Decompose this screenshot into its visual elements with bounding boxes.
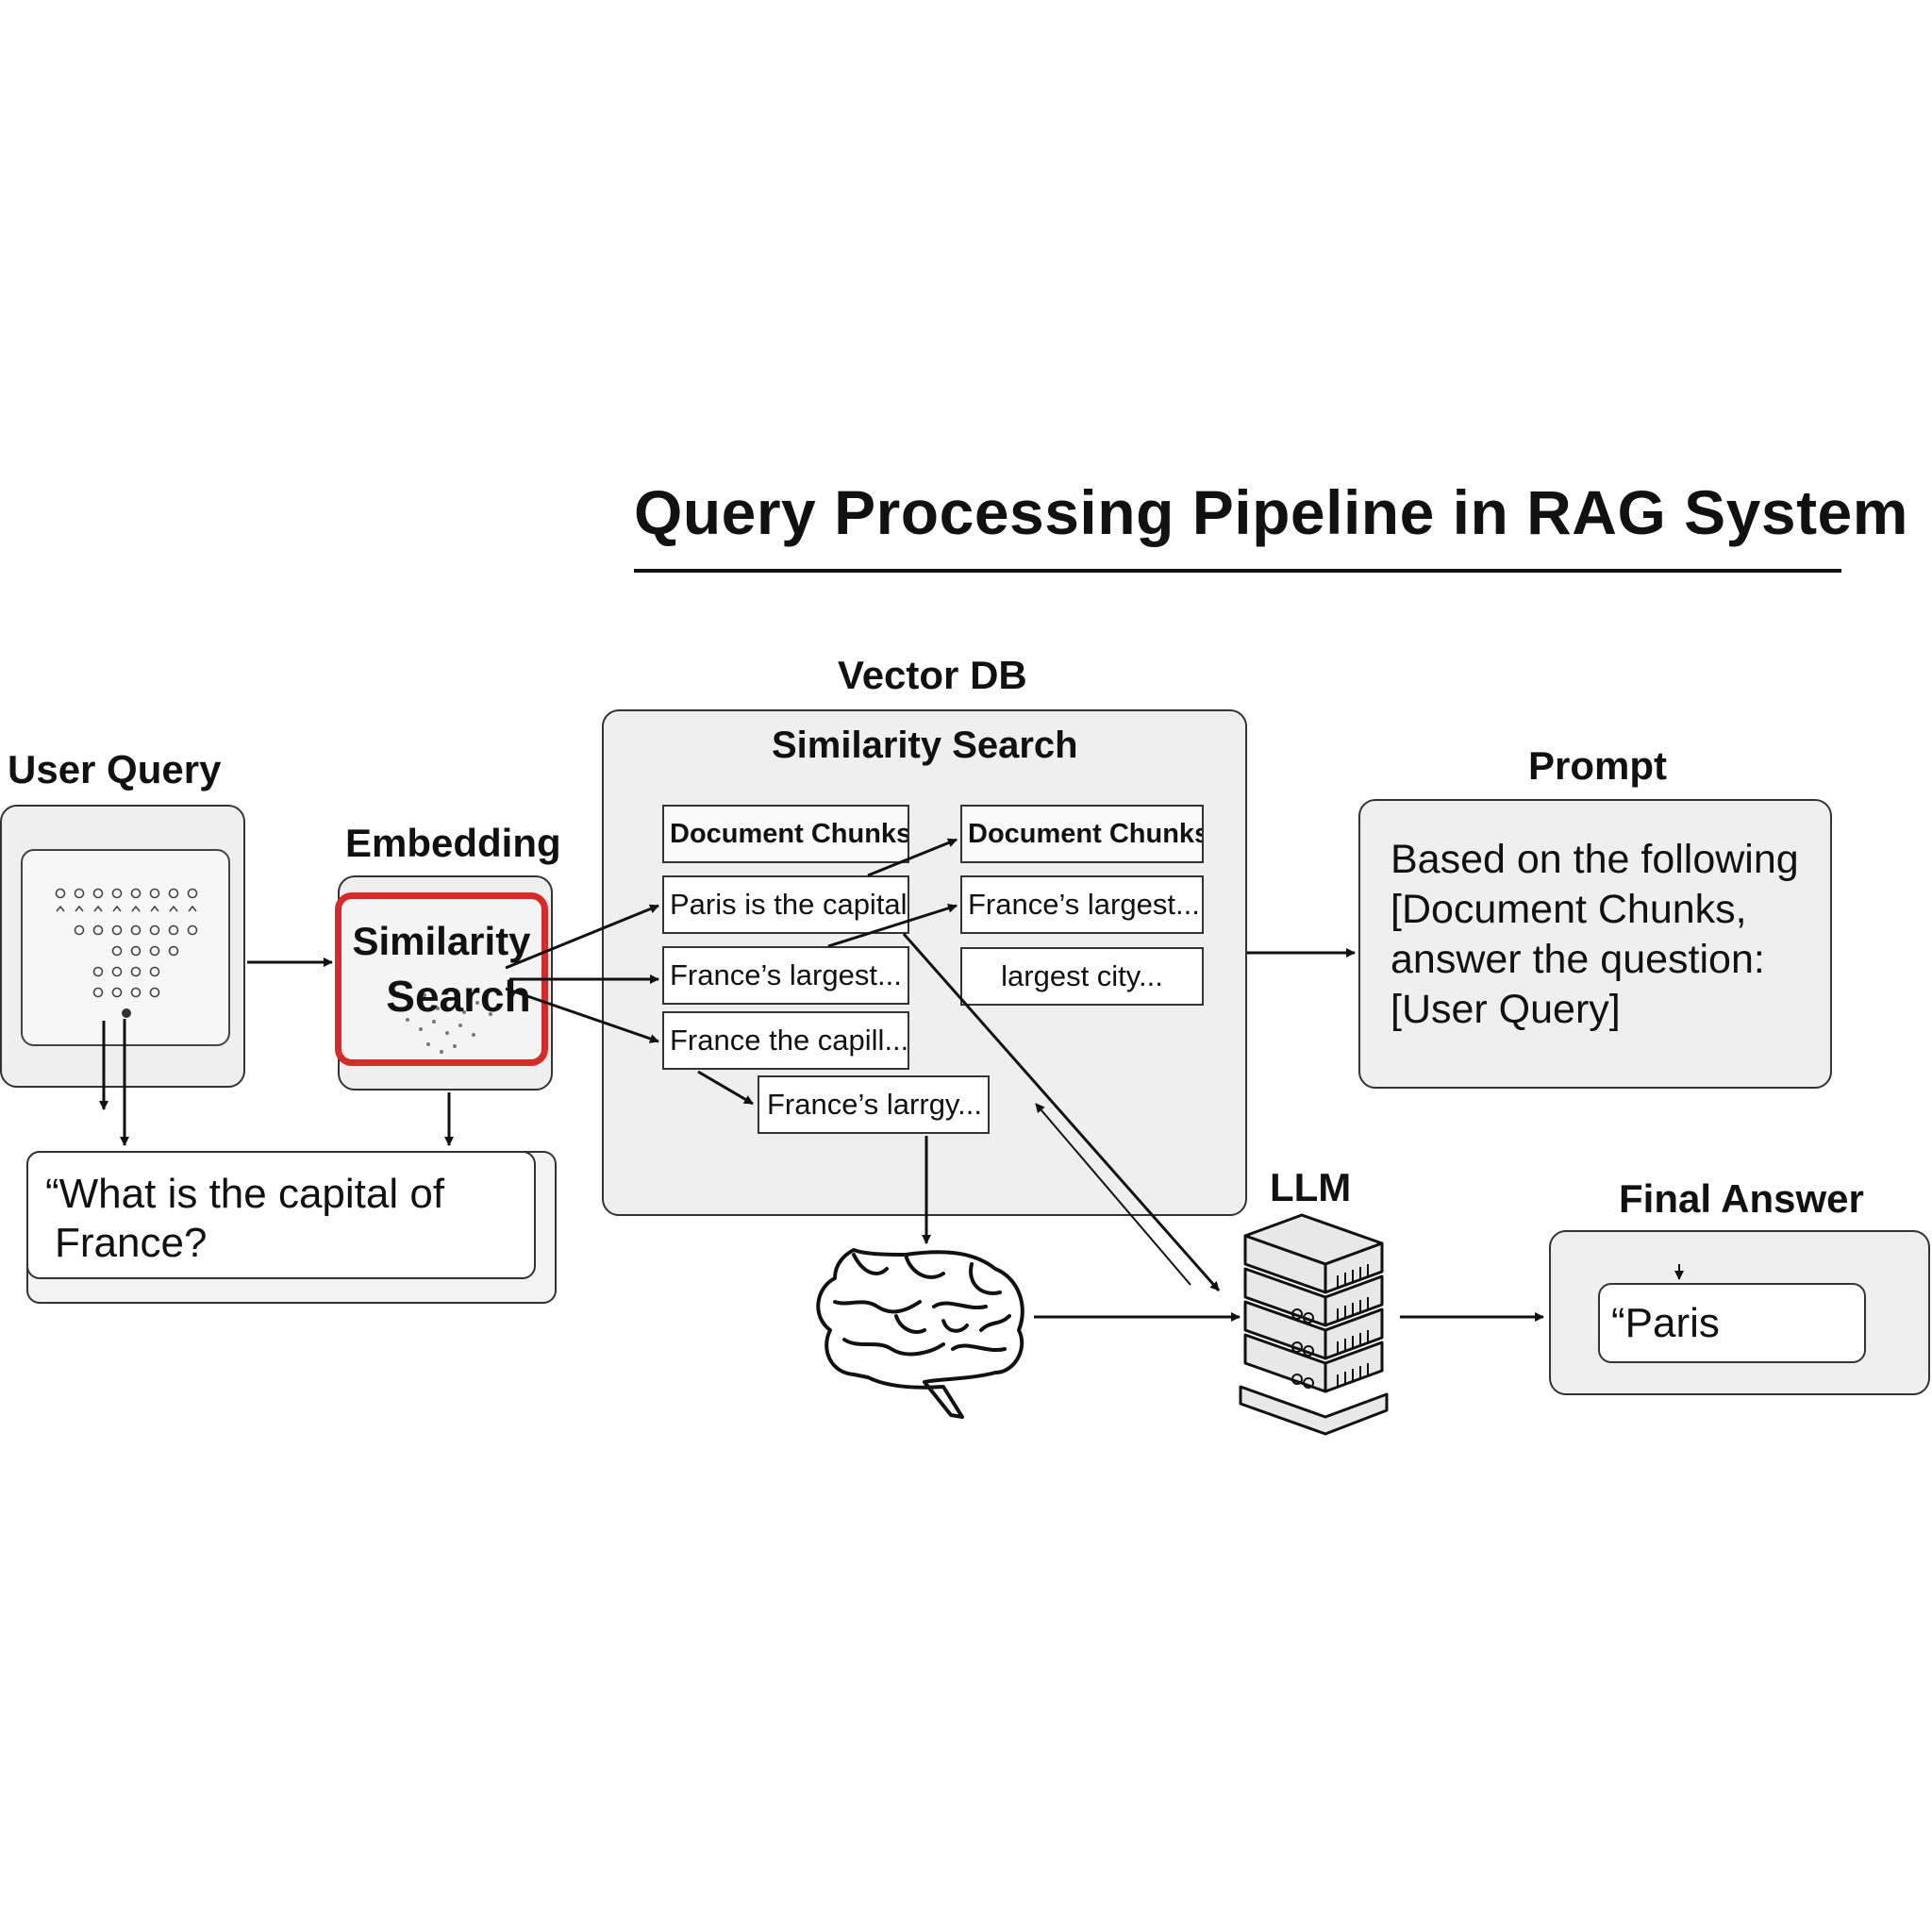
chunk-left-3[interactable]: France the capill... <box>662 1011 909 1070</box>
embedding-line-1: Similarity <box>352 919 531 963</box>
chunk-right-1[interactable]: France’s largest... <box>960 875 1204 934</box>
question-line-2: France? <box>55 1220 208 1266</box>
final-answer-box[interactable]: “Paris <box>1598 1283 1866 1363</box>
prompt-line-2: [Document Chunks, <box>1391 887 1747 932</box>
chunk-left-4[interactable]: France’s larrgy... <box>758 1075 990 1134</box>
llm-label: LLM <box>1270 1165 1352 1209</box>
chunk-right-2[interactable]: largest city... <box>960 947 1204 1006</box>
left-chunks-header: Document Chunks <box>662 805 909 863</box>
diagram-title: Query Processing Pipeline in RAG System <box>634 477 1908 547</box>
vector-db-subtitle: Similarity Search <box>772 724 1078 766</box>
prompt-line-3: answer the question: <box>1391 937 1765 982</box>
prompt-line-4: [User Query] <box>1391 987 1621 1032</box>
user-query-label: User Query <box>8 747 222 791</box>
user-query-panel <box>0 805 245 1088</box>
prompt-text: Based on the following [Document Chunks,… <box>1391 835 1799 1035</box>
embedding-grid-icon <box>55 888 198 1018</box>
prompt-panel: Based on the following [Document Chunks,… <box>1358 799 1832 1089</box>
embedding-grid-frame <box>21 849 230 1046</box>
right-chunks-header: Document Chunks <box>960 805 1204 863</box>
title-underline <box>634 569 1841 573</box>
similarity-search-highlight[interactable]: Similarity Search <box>335 892 548 1066</box>
brain-icon <box>816 1248 1024 1419</box>
server-stack-icon <box>1239 1213 1389 1436</box>
question-box[interactable]: “What is the capital of France? <box>26 1151 536 1279</box>
prompt-line-1: Based on the following <box>1391 837 1799 882</box>
chunk-left-2[interactable]: France’s largest... <box>662 946 909 1005</box>
embedding-line-2: Search <box>386 972 531 1021</box>
prompt-label: Prompt <box>1528 743 1667 788</box>
final-answer-label: Final Answer <box>1619 1176 1864 1221</box>
chunk-left-1[interactable]: Paris is the capital. <box>662 875 909 934</box>
question-line-1: “What is the capital of <box>45 1171 445 1217</box>
embedding-scatter-icon <box>396 991 492 1054</box>
vector-db-label: Vector DB <box>838 653 1027 697</box>
embedding-label: Embedding <box>345 821 561 865</box>
